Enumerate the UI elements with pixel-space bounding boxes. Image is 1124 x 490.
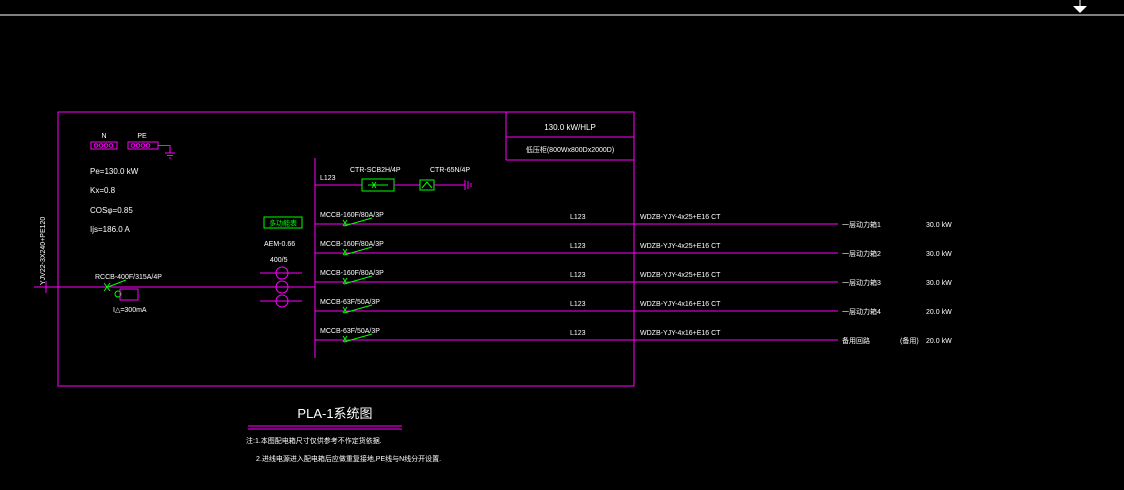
circuit-row: MCCB-160F/80A/3P L123 WDZB-YJY-4x25+E16 … — [315, 212, 952, 229]
note-line-2: 2.进线电源进入配电箱后应做重复接地,PE线与N线分开设置. — [256, 454, 441, 463]
circuit-cable-label: WDZB-YJY-4x16+E16 CT — [640, 301, 721, 308]
meter-model-label: AEM-0.66 — [264, 241, 295, 248]
circuit-breaker-label: MCCB-160F/80A/3P — [320, 270, 384, 277]
incoming-breaker-label: RCCB-400F/315A/4P — [95, 274, 162, 281]
multifunction-meter: 多功能表 AEM-0.66 400/5 — [260, 216, 303, 308]
cabinet-frame — [57, 111, 635, 387]
note-line-1: 注:1.本图配电箱尺寸仅供参考不作定货依据. — [246, 436, 382, 445]
param-pe: Pe=130.0 kW — [90, 167, 139, 176]
circuit-row: MCCB-160F/80A/3P L123 WDZB-YJY-4x25+E16 … — [315, 241, 952, 258]
cabinet-header-box: 130.0 kW/HLP 低压柜(800Wx800Dx2000D) — [505, 112, 634, 161]
surge-fuse-label: CTR-SCB2H/4P — [350, 167, 401, 174]
circuit-row: MCCB-63F/50A/3P L123 WDZB-YJY-4x16+E16 C… — [315, 328, 952, 345]
diagram-title: PLA-1系统图 — [297, 406, 372, 421]
circuit-phase-label: L123 — [570, 330, 586, 337]
cabinet-size-label: 低压柜(800Wx800Dx2000D) — [526, 145, 614, 154]
incoming-cable-label: YJV22-3X240+PE120 — [40, 217, 47, 285]
surge-bus-label: L123 — [320, 175, 336, 182]
neutral-busbar-label: N — [101, 133, 106, 140]
outgoing-circuits: MCCB-160F/80A/3P L123 WDZB-YJY-4x25+E16 … — [315, 212, 952, 345]
circuit-phase-label: L123 — [570, 301, 586, 308]
circuit-load-label: 一层动力箱2 — [842, 249, 881, 258]
neutral-busbar: N — [90, 133, 118, 150]
circuit-load-label: 一层动力箱1 — [842, 220, 881, 229]
circuit-breaker-label: MCCB-160F/80A/3P — [320, 212, 384, 219]
circuit-load-label: 一层动力箱3 — [842, 278, 881, 287]
circuit-load-label: 一层动力箱4 — [842, 307, 881, 316]
cabinet-power-label: 130.0 kW/HLP — [544, 123, 596, 132]
spd-label: CTR-65N/4P — [430, 167, 470, 174]
param-ijs: Ijs=186.0 A — [90, 225, 130, 234]
circuit-breaker-label: MCCB-160F/80A/3P — [320, 241, 384, 248]
incoming-rccb: RCCB-400F/315A/4P I△=300mA — [95, 274, 162, 314]
circuit-cable-label: WDZB-YJY-4x25+E16 CT — [640, 272, 721, 279]
circuit-power-label: 20.0 kW — [926, 309, 952, 316]
circuit-cable-label: WDZB-YJY-4x25+E16 CT — [640, 243, 721, 250]
pe-busbar-label: PE — [137, 133, 147, 140]
meter-box-label: 多功能表 — [269, 219, 297, 228]
load-parameters: Pe=130.0 kW Kx=0.8 COSφ=0.85 Ijs=186.0 A — [90, 167, 139, 234]
down-arrow-icon — [1073, 0, 1087, 13]
circuit-phase-label: L123 — [570, 272, 586, 279]
circuit-breaker-label: MCCB-63F/50A/3P — [320, 299, 380, 306]
pe-busbar: PE — [127, 133, 171, 153]
leakage-current-label: I△=300mA — [113, 307, 147, 314]
circuit-power-label: 30.0 kW — [926, 222, 952, 229]
circuit-power-label: 30.0 kW — [926, 280, 952, 287]
circuit-phase-label: L123 — [570, 243, 586, 250]
circuit-phase-label: L123 — [570, 214, 586, 221]
circuit-cable-label: WDZB-YJY-4x25+E16 CT — [640, 214, 721, 221]
circuit-load-label: 备用回路 — [842, 336, 870, 345]
circuit-breaker-label: MCCB-63F/50A/3P — [320, 328, 380, 335]
param-cos: COSφ=0.85 — [90, 206, 133, 215]
ground-icon — [165, 152, 175, 159]
circuit-row: MCCB-63F/50A/3P L123 WDZB-YJY-4x16+E16 C… — [315, 299, 952, 316]
circuit-note-label: (备用) — [900, 336, 919, 345]
circuit-power-label: 30.0 kW — [926, 251, 952, 258]
surge-protection-branch: L123 CTR-SCB2H/4P CTR-65N/4P — [315, 167, 472, 192]
circuit-power-label: 20.0 kW — [926, 338, 952, 345]
meter-ct-ratio-label: 400/5 — [270, 257, 288, 264]
circuit-row: MCCB-160F/80A/3P L123 WDZB-YJY-4x25+E16 … — [315, 270, 952, 287]
param-kx: Kx=0.8 — [90, 186, 116, 195]
circuit-cable-label: WDZB-YJY-4x16+E16 CT — [640, 330, 721, 337]
